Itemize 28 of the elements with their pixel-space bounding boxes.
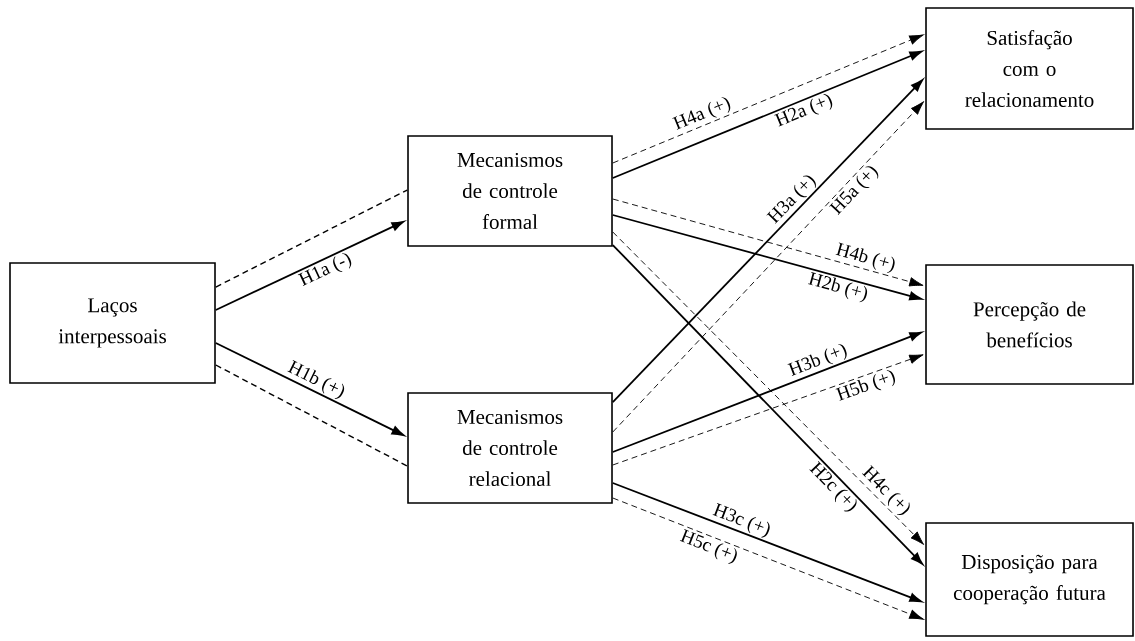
arrow xyxy=(611,79,924,403)
edge-label: H5a (+) xyxy=(829,166,879,215)
concept-box: Laços interpessoais xyxy=(9,262,216,384)
arrow xyxy=(611,331,922,453)
edge-label: H2c (+) xyxy=(809,461,857,512)
arrow xyxy=(611,214,922,301)
arrow xyxy=(612,34,924,164)
concept-box: Percepção de benefícios xyxy=(925,264,1134,385)
concept-box: Mecanismos de controle relacional xyxy=(407,392,613,504)
edge-label: H1a (-) xyxy=(297,253,352,286)
arrow xyxy=(214,342,405,436)
arrow xyxy=(611,482,922,603)
concept-box: Disposição para cooperação futura xyxy=(925,522,1134,637)
edge-label: H2b (+) xyxy=(808,272,868,303)
edge-label: H4c (+) xyxy=(862,464,910,516)
edge-label: H1b (+) xyxy=(287,360,345,399)
concept-box: Mecanismos de controle formal xyxy=(407,135,613,247)
concept-box: Satisfação com o relacionamento xyxy=(925,7,1134,130)
edge-label: H2a (+) xyxy=(774,94,833,127)
arrow xyxy=(214,221,405,311)
edge-label: H3a (+) xyxy=(766,175,816,224)
arrow xyxy=(611,50,923,179)
edge-label: H4b (+) xyxy=(835,242,895,274)
arrow xyxy=(612,101,925,433)
arrow xyxy=(612,497,924,620)
arrow xyxy=(612,354,924,466)
edge-label: H4a (+) xyxy=(672,97,731,130)
arrow xyxy=(612,198,924,287)
